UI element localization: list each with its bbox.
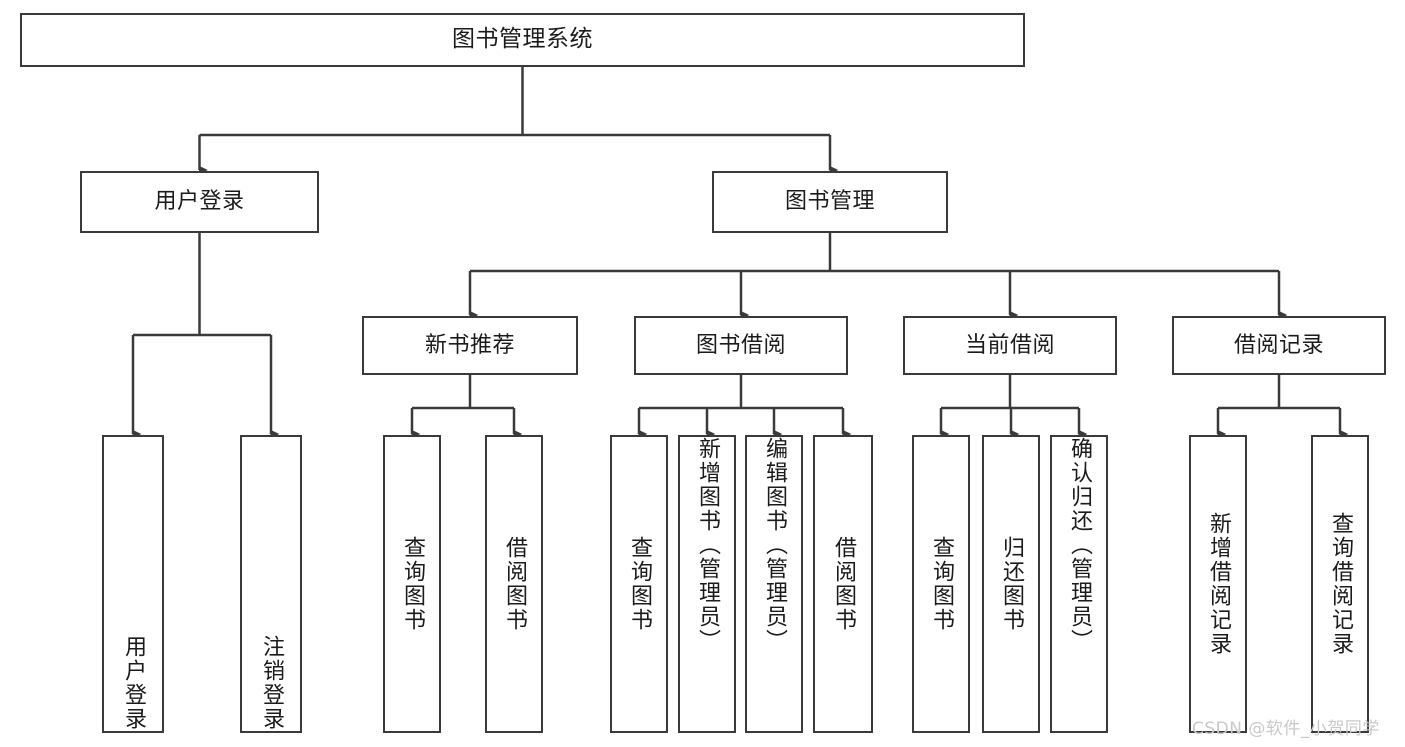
node-root[interactable]: 图书管理系统 — [20, 13, 1025, 67]
node-label: 新增借阅记录 — [1206, 512, 1231, 656]
node-current-borrow[interactable]: 当前借阅 — [903, 316, 1117, 375]
node-leaf-user-login[interactable]: 用户登录 — [102, 435, 164, 733]
node-user-login[interactable]: 用户登录 — [80, 171, 319, 233]
node-label: 用户登录 — [154, 189, 245, 215]
node-label: 注销登录 — [259, 635, 284, 731]
node-leaf-query-2[interactable]: 查询图书 — [610, 435, 668, 733]
node-leaf-edit-book[interactable]: 编辑图书（管理员） — [745, 435, 803, 733]
node-label: 编辑图书（管理员） — [762, 437, 787, 653]
node-leaf-add-rec[interactable]: 新增借阅记录 — [1189, 435, 1247, 733]
watermark: CSDN @软件_小贺同学 — [1192, 719, 1380, 739]
node-label: 查询借阅记录 — [1328, 512, 1353, 656]
node-leaf-add-book[interactable]: 新增图书（管理员） — [678, 435, 736, 733]
node-new-book-rec[interactable]: 新书推荐 — [362, 316, 578, 375]
node-label: 归还图书 — [999, 536, 1024, 632]
node-book-manage[interactable]: 图书管理 — [712, 171, 948, 233]
node-label: 用户登录 — [121, 635, 146, 731]
node-leaf-query-3[interactable]: 查询图书 — [912, 435, 970, 733]
node-borrow-record[interactable]: 借阅记录 — [1172, 316, 1386, 375]
connector-lines — [131, 67, 1349, 439]
node-book-borrow[interactable]: 图书借阅 — [634, 316, 848, 375]
node-leaf-confirm[interactable]: 确认归还（管理员） — [1050, 435, 1108, 733]
node-label: 新增图书（管理员） — [695, 437, 720, 653]
node-label: 确认归还（管理员） — [1067, 437, 1092, 653]
node-leaf-query-rec[interactable]: 查询借阅记录 — [1311, 435, 1369, 733]
node-label: 借阅记录 — [1233, 332, 1324, 358]
node-label: 图书借阅 — [695, 332, 786, 358]
node-leaf-return[interactable]: 归还图书 — [982, 435, 1040, 733]
node-label: 借阅图书 — [831, 536, 856, 632]
node-label: 查询图书 — [400, 536, 425, 632]
node-leaf-query-1[interactable]: 查询图书 — [383, 435, 441, 733]
node-leaf-borrow-1[interactable]: 借阅图书 — [485, 435, 543, 733]
node-label: 图书管理 — [784, 189, 875, 215]
node-label: 新书推荐 — [424, 332, 515, 358]
node-leaf-borrow-2[interactable]: 借阅图书 — [813, 435, 873, 733]
node-label: 当前借阅 — [964, 332, 1055, 358]
node-label: 查询图书 — [929, 536, 954, 632]
node-label: 查询图书 — [627, 536, 652, 632]
node-label: 借阅图书 — [502, 536, 527, 632]
node-label: 图书管理系统 — [452, 26, 593, 53]
node-leaf-logout[interactable]: 注销登录 — [240, 435, 302, 733]
